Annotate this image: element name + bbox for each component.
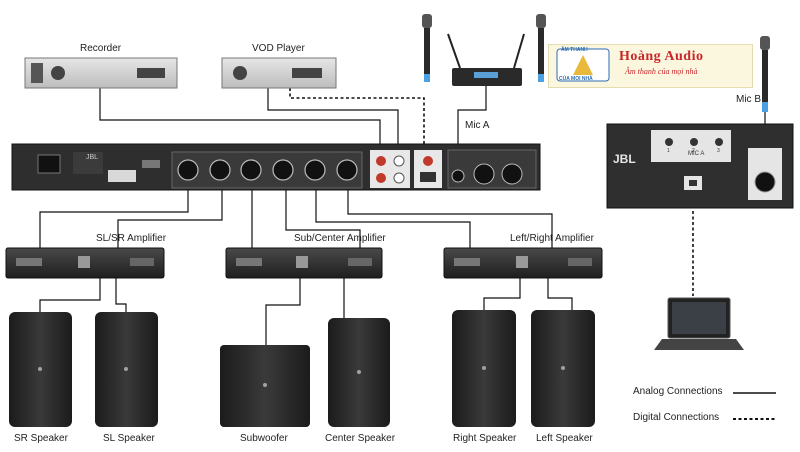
mic-panel-label: MIC A	[688, 151, 705, 157]
logo-subtitle: Âm thanh của mọi nhà	[625, 67, 698, 76]
center-speaker-label: Center Speaker	[325, 433, 396, 444]
amp-sl-sr	[5, 247, 165, 279]
mic-jack-number-1: 1	[667, 148, 670, 154]
recorder-device	[24, 57, 178, 89]
logo-title: Hoàng Audio	[619, 49, 704, 64]
logo-badge-top: ÂM THANH	[561, 47, 588, 53]
left-right-amp-label: Left/Right Amplifier	[510, 233, 594, 244]
processor-brand: JBL	[86, 154, 99, 161]
mic-b-wall-panel	[606, 123, 794, 209]
hoang-audio-logo: ÂM THANH CỦA MỌI NHÀ Hoàng Audio Âm than…	[548, 44, 753, 88]
sl-speaker-label: SL Speaker	[103, 433, 155, 444]
mic-a-receiver	[447, 33, 525, 86]
mic-a-label: Mic A	[465, 120, 490, 131]
mic-panel-brand: JBL	[613, 152, 636, 166]
right-speaker-label: Right Speaker	[453, 433, 517, 444]
amp-left-right	[443, 247, 603, 279]
amp-sub-center	[225, 247, 383, 279]
left-speaker-label: Left Speaker	[536, 433, 593, 444]
digital-connections	[289, 88, 694, 296]
recorder-label: Recorder	[80, 43, 122, 54]
mic-jack-number-3: 3	[717, 148, 720, 154]
legend-digital-label: Digital Connections	[633, 412, 720, 423]
logo-badge-icon	[556, 48, 610, 82]
subwoofer-label: Subwoofer	[240, 433, 288, 444]
laptop-computer	[654, 297, 744, 350]
handheld-mic-1	[422, 14, 432, 82]
analog-connections	[39, 86, 766, 345]
sub-center-amp-label: Sub/Center Amplifier	[294, 233, 386, 244]
legend-analog-label: Analog Connections	[633, 386, 723, 397]
processor-rear-panel	[11, 143, 541, 191]
vod-player-label: VOD Player	[252, 43, 305, 54]
logo-badge-bottom: CỦA MỌI NHÀ	[559, 76, 593, 82]
handheld-mic-2	[536, 14, 546, 82]
sr-speaker-label: SR Speaker	[14, 433, 68, 444]
mic-b-label: Mic B	[736, 94, 761, 105]
mic-jack-number-2: 2	[692, 148, 695, 154]
vod-player-device	[221, 57, 337, 89]
mic-b-handheld	[760, 36, 770, 112]
sl-sr-amp-label: SL/SR Amplifier	[96, 233, 167, 244]
